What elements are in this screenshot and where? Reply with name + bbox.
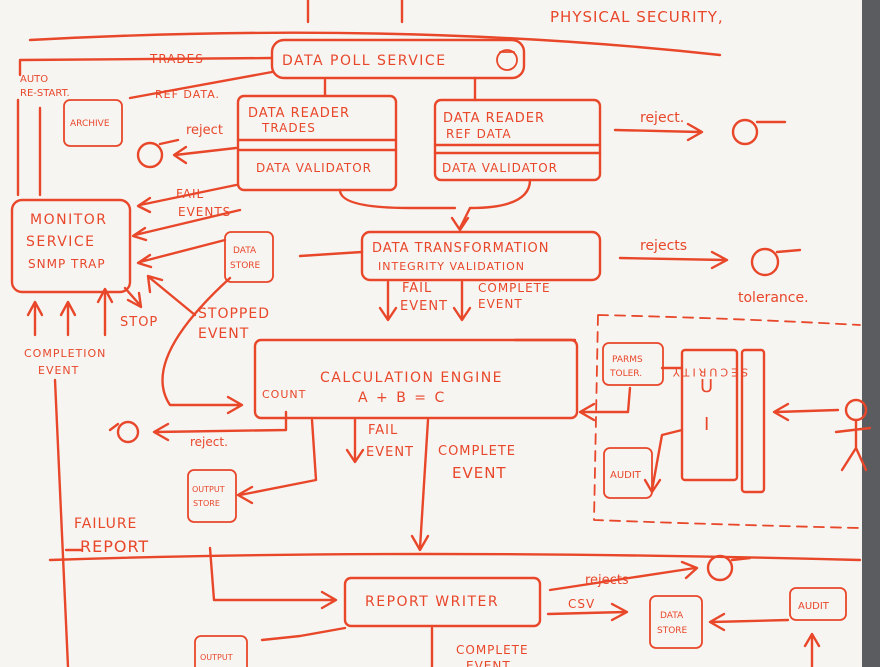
svg-text:I: I xyxy=(704,414,709,435)
complete-bottom-1: COMPLETE xyxy=(456,643,529,657)
svg-text:REF DATA: REF DATA xyxy=(446,127,512,141)
board-frame-right xyxy=(862,0,880,667)
svg-text:TOLER.: TOLER. xyxy=(609,369,642,379)
svg-text:INTEGRITY VALIDATION: INTEGRITY VALIDATION xyxy=(378,260,525,273)
fail-event-1b: EVENT xyxy=(400,299,448,314)
audit-store-mid: AUDIT xyxy=(603,447,653,499)
ui-node: U I xyxy=(680,348,739,482)
audit-store-bottom: AUDIT xyxy=(789,587,847,621)
data-store-bottom: DATA STORE xyxy=(649,595,703,649)
report-writer-node: REPORT WRITER xyxy=(343,576,542,628)
reject-right-label: reject. xyxy=(640,110,684,126)
ref-data-label: REF DATA. xyxy=(155,88,220,101)
report-label: REPORT xyxy=(80,537,149,556)
svg-text:STORE: STORE xyxy=(230,261,261,271)
physical-security-label: PHYSICAL SECURITY, xyxy=(550,8,724,26)
tolerance-label: tolerance. xyxy=(738,290,809,306)
svg-text:SERVICE: SERVICE xyxy=(26,234,96,250)
svg-text:A + B = C: A + B = C xyxy=(358,390,446,406)
svg-text:DATA VALIDATOR: DATA VALIDATOR xyxy=(256,161,372,175)
output-store: OUTPUT STORE xyxy=(187,469,237,523)
stop-label: STOP xyxy=(120,315,158,330)
completion-event-1: COMPLETION xyxy=(24,347,106,360)
security-node: SECURITY xyxy=(670,348,766,494)
auto-label: AUTO xyxy=(20,74,48,85)
svg-text:DATA READER: DATA READER xyxy=(248,106,350,121)
svg-text:ARCHIVE: ARCHIVE xyxy=(70,119,110,129)
data-reader-ref-node: DATA READER REF DATA DATA VALIDATOR xyxy=(433,98,602,182)
svg-text:DATA: DATA xyxy=(233,246,257,256)
svg-text:DATA POLL SERVICE: DATA POLL SERVICE xyxy=(282,53,447,69)
monitor-service-node: MONITOR SERVICE SNMP TRAP xyxy=(10,198,132,294)
svg-text:OUTPUT: OUTPUT xyxy=(200,653,233,662)
svg-text:DATA VALIDATOR: DATA VALIDATOR xyxy=(442,161,558,175)
rejects-top-label: rejects xyxy=(640,238,687,254)
complete-event-1a: COMPLETE xyxy=(478,281,551,295)
svg-text:MONITOR: MONITOR xyxy=(30,212,108,228)
complete-event-2b: EVENT xyxy=(452,464,507,482)
output-store-bottom: OUTPUT xyxy=(194,635,248,667)
re-start-label: RE-START. xyxy=(20,88,70,99)
svg-text:OUTPUT: OUTPUT xyxy=(192,485,225,494)
svg-text:STORE: STORE xyxy=(657,626,688,636)
svg-text:DATA: DATA xyxy=(660,611,684,621)
csv-label: CSV xyxy=(568,597,595,611)
svg-text:STORE: STORE xyxy=(193,499,220,508)
complete-event-2a: COMPLETE xyxy=(438,444,516,459)
completion-event-2: EVENT xyxy=(38,364,79,377)
complete-bottom-2: EVENT xyxy=(466,659,511,667)
calculation-engine-node: CALCULATION ENGINE COUNT A + B = C xyxy=(253,338,579,420)
reject-left-label: reject xyxy=(186,123,223,138)
svg-text:SECURITY: SECURITY xyxy=(670,366,748,379)
svg-text:AUDIT: AUDIT xyxy=(610,470,642,481)
fail-event-2b: EVENT xyxy=(366,445,414,460)
data-transformation-node: DATA TRANSFORMATION INTEGRITY VALIDATION xyxy=(360,230,602,282)
data-reader-trades-node: DATA READER TRADES DATA VALIDATOR xyxy=(236,94,398,192)
data-store-top: DATA STORE xyxy=(224,231,274,283)
fail-event-2a: FAIL xyxy=(368,423,398,438)
svg-text:REPORT WRITER: REPORT WRITER xyxy=(365,594,499,610)
events-label: EVENTS xyxy=(178,205,231,219)
trades-label: TRADES xyxy=(149,52,204,66)
params-tolerance-store: PARMS TOLER. xyxy=(602,342,664,386)
failure-label: FAILURE xyxy=(74,516,137,532)
stopped-event-1: STOPPED xyxy=(198,306,270,322)
stopped-event-2: EVENT xyxy=(198,326,249,342)
svg-text:DATA READER: DATA READER xyxy=(443,111,545,126)
svg-text:CALCULATION ENGINE: CALCULATION ENGINE xyxy=(320,370,503,386)
reject-calc-label: reject. xyxy=(190,435,228,449)
svg-text:AUDIT: AUDIT xyxy=(798,601,830,612)
archive-store: ARCHIVE xyxy=(63,99,123,147)
svg-text:PARMS: PARMS xyxy=(612,355,643,365)
fail-event-1a: FAIL xyxy=(402,281,432,296)
svg-text:TRADES: TRADES xyxy=(261,121,316,135)
user-actor xyxy=(834,398,872,472)
complete-event-1b: EVENT xyxy=(478,297,523,311)
svg-text:DATA TRANSFORMATION: DATA TRANSFORMATION xyxy=(372,241,550,256)
svg-text:SNMP TRAP: SNMP TRAP xyxy=(28,257,106,271)
svg-text:U: U xyxy=(700,376,713,397)
svg-text:COUNT: COUNT xyxy=(262,388,306,401)
